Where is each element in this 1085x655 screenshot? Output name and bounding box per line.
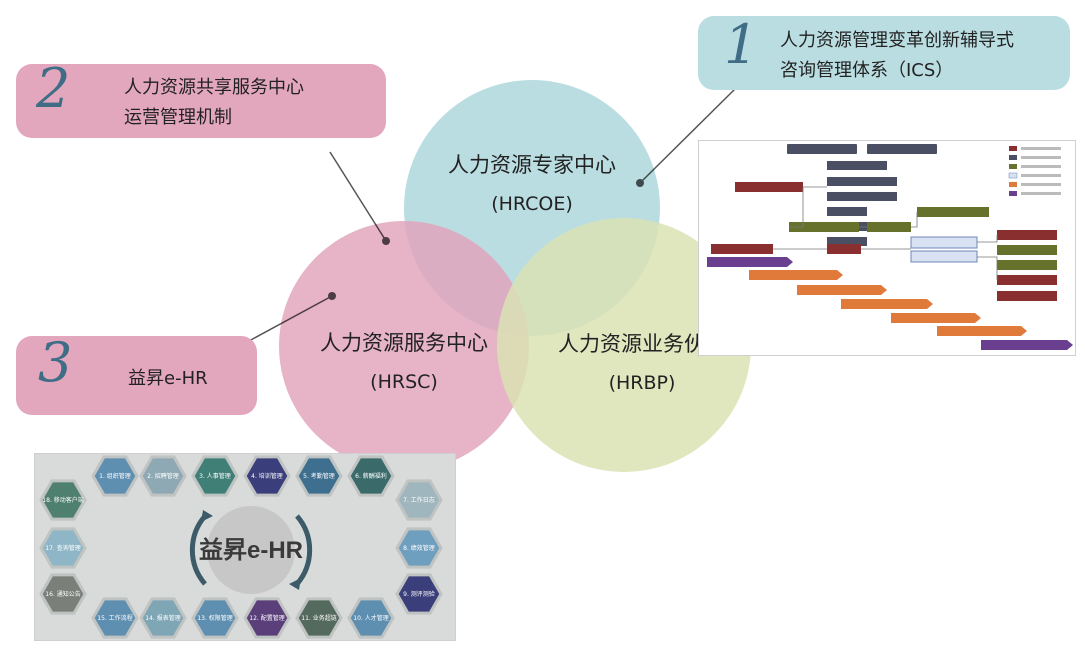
callout-number: 3 <box>38 331 73 394</box>
module-hexagon <box>395 527 443 569</box>
module-label: 12. 配置管理 <box>249 614 284 622</box>
module-label: 17. 查询管理 <box>45 544 80 552</box>
module-hexagon <box>191 597 239 639</box>
module-hexagon <box>347 455 395 497</box>
module-hexagon <box>243 455 291 497</box>
callout-number: 2 <box>36 57 71 120</box>
cycle-arrow-left <box>189 514 207 586</box>
module-label: 5. 考勤管理 <box>303 472 335 480</box>
module-hexagon <box>347 597 395 639</box>
ehr-logo-text: 益昇e-HR <box>199 536 303 564</box>
module-label: 7. 工作日志 <box>403 496 435 504</box>
module-label: 3. 人事管理 <box>199 472 231 480</box>
circle-hrsc-name: 人力资源服务中心 <box>320 331 488 355</box>
module-label: 4. 培训管理 <box>251 472 283 480</box>
ehr-modules-graphic: 益昇e-HR 1. 组织管理 2. 招聘管理 3. 人事管理 4. 培训管理 5. 考勤… <box>39 455 443 639</box>
flowchart-thumbnail <box>698 140 1076 356</box>
callout-text: 益昇e-HR <box>128 368 208 389</box>
module-hexagon <box>39 573 87 615</box>
flow-legend <box>1008 146 1061 196</box>
circle-hrcoe-abbr: (HRCOE) <box>491 193 573 215</box>
module-hexagon <box>39 527 87 569</box>
circle-hrsc <box>279 221 529 471</box>
module-hexagon <box>191 455 239 497</box>
module-label: 6. 薪酬福利 <box>355 472 387 480</box>
module-hexagon <box>139 455 187 497</box>
callout-text: 人力资源管理变革创新辅导式 咨询管理体系（ICS） <box>780 30 1014 81</box>
module-label: 8. 绩效管理 <box>403 544 435 552</box>
module-label: 16. 通知公告 <box>45 590 80 598</box>
callout-ehr: 3 益昇e-HR <box>16 336 257 415</box>
module-label: 14. 报表管理 <box>145 614 180 622</box>
connector-line-1 <box>639 87 737 184</box>
module-hexagon <box>91 455 139 497</box>
module-hexagon <box>295 597 343 639</box>
circle-hrbp <box>497 218 751 472</box>
module-label: 9. 测评测验 <box>403 590 435 598</box>
flowchart-graphic <box>707 144 1073 350</box>
module-label: 1. 组织管理 <box>99 472 131 480</box>
module-hexagon <box>39 479 87 521</box>
module-hexagon <box>243 597 291 639</box>
callout-ics: 1 人力资源管理变革创新辅导式 咨询管理体系（ICS） <box>698 16 1070 90</box>
module-label: 18. 移动客户端 <box>42 496 83 504</box>
module-hexagon <box>91 597 139 639</box>
callout-shared-service: 2 人力资源共享服务中心 运营管理机制 <box>16 57 386 138</box>
ehr-modules-panel: 益昇e-HR 1. 组织管理 2. 招聘管理 3. 人事管理 4. 培训管理 5. 考勤… <box>34 453 456 641</box>
flow-arrows <box>749 270 1027 336</box>
circle-hrsc-abbr: (HRSC) <box>370 371 438 393</box>
module-label: 10. 人才管理 <box>353 614 388 622</box>
module-label: 11. 业务超链 <box>301 614 336 622</box>
circle-hrbp-abbr: (HRBP) <box>609 372 676 394</box>
module-hexagon <box>395 573 443 615</box>
ehr-center-disc <box>207 506 295 594</box>
callout-number: 1 <box>724 13 759 76</box>
circle-hrcoe-name: 人力资源专家中心 <box>448 153 616 177</box>
module-label: 2. 招聘管理 <box>147 472 179 480</box>
module-label: 15. 工作流程 <box>97 614 132 622</box>
callout-text: 人力资源共享服务中心 运营管理机制 <box>124 77 304 128</box>
module-hexagon <box>395 479 443 521</box>
module-label: 13. 权限管理 <box>197 614 232 622</box>
module-hexagon <box>139 597 187 639</box>
module-hexagon <box>295 455 343 497</box>
cycle-arrow-right <box>295 514 313 586</box>
